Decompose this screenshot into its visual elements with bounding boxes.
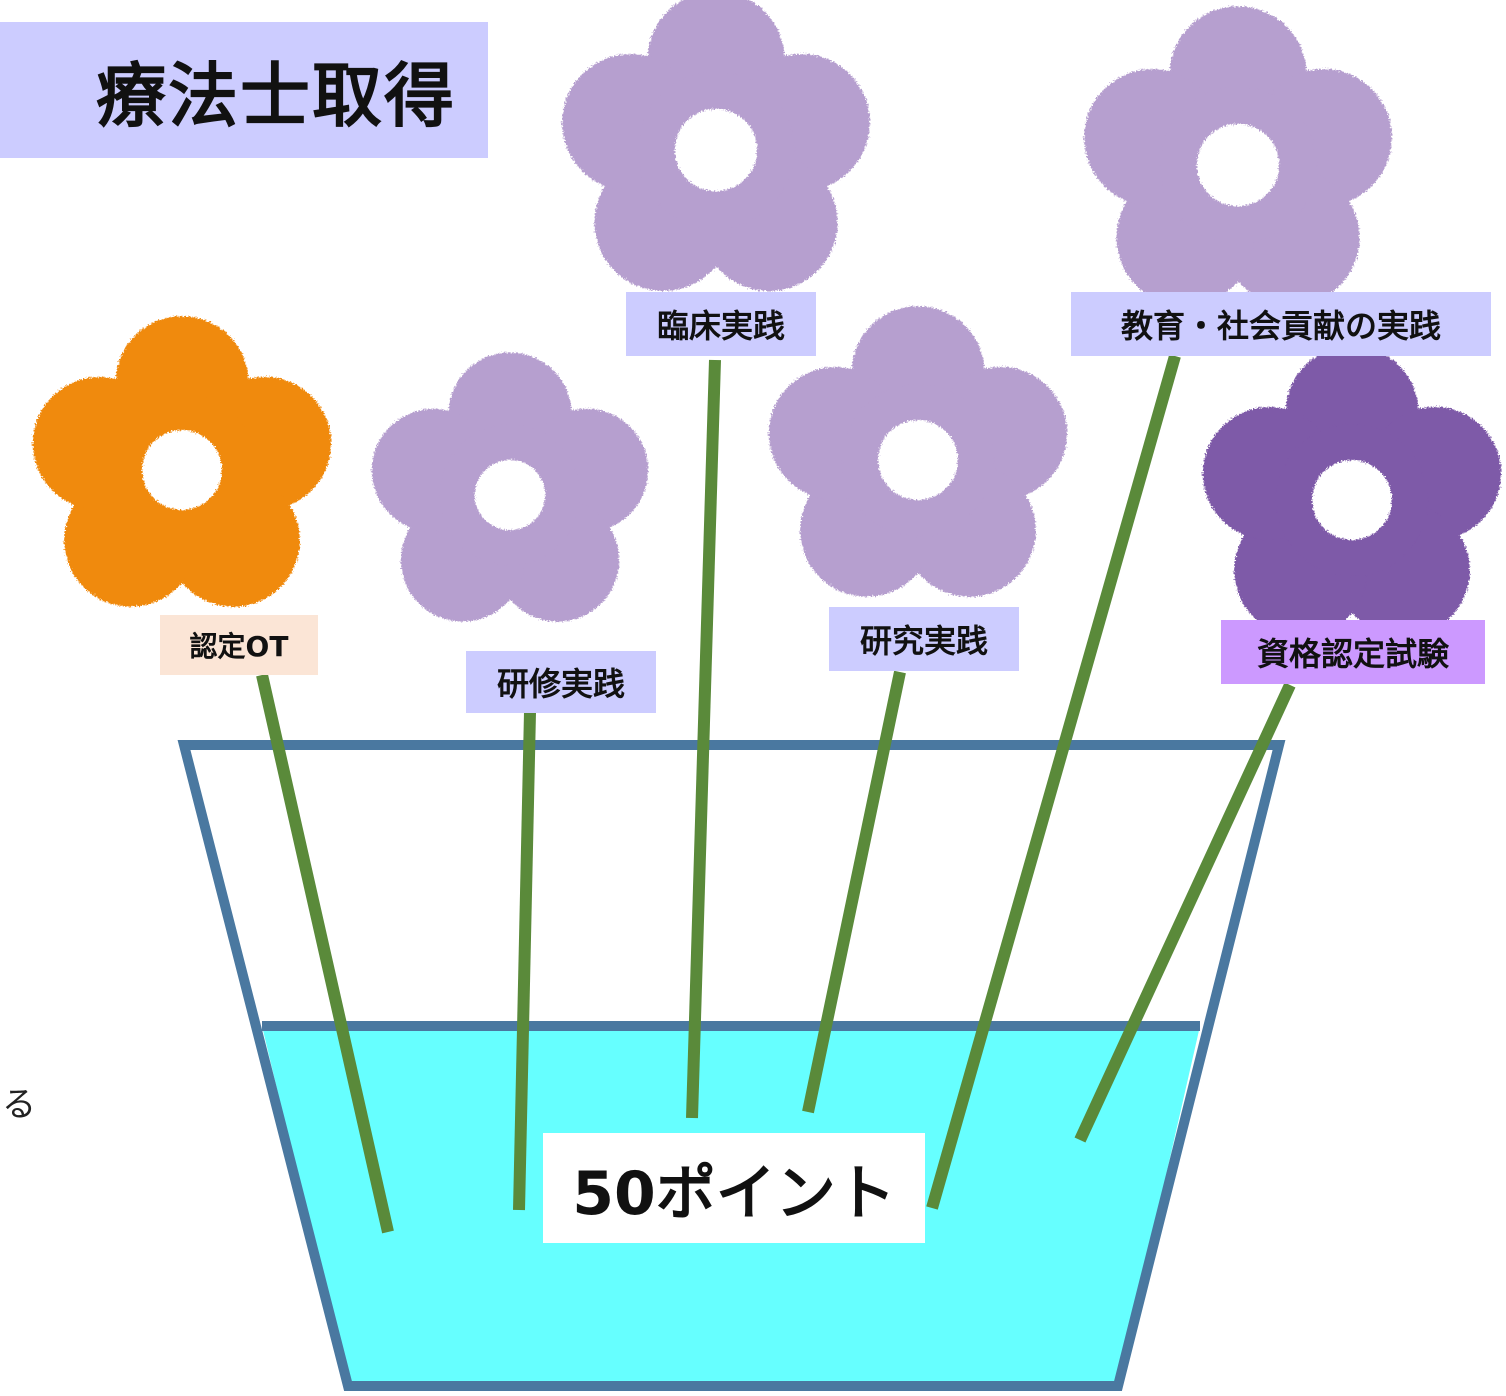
flower-light-purple-icon xyxy=(371,352,649,622)
label-rinsho: 臨床実践 xyxy=(626,292,816,356)
flower-dark-purple-icon xyxy=(1202,346,1502,637)
stem-shikaku xyxy=(1074,682,1296,1143)
partial-text: る xyxy=(2,1085,36,1125)
label-nintei-ot: 認定OT xyxy=(160,615,318,675)
label-kyoiku: 教育・社会貢献の実践 xyxy=(1071,292,1491,356)
flower-light-purple-icon xyxy=(768,306,1068,597)
flower-light-purple-icon xyxy=(562,0,870,292)
flower-orange-icon xyxy=(32,316,332,607)
page-title: 療法士取得 xyxy=(0,22,488,158)
stem-kyoiku xyxy=(926,354,1181,1210)
flower-light-purple-icon xyxy=(1084,6,1392,307)
label-shikaku: 資格認定試験 xyxy=(1221,620,1485,684)
stems xyxy=(256,354,1296,1234)
stem-kenkyu xyxy=(802,670,906,1114)
points-label: 50ポイント xyxy=(543,1133,925,1243)
stem-nintei-ot xyxy=(256,673,394,1234)
stem-kenshu xyxy=(513,711,536,1211)
vase-outline xyxy=(177,740,1286,1391)
label-kenshu: 研修実践 xyxy=(466,651,656,713)
label-kenkyu: 研究実践 xyxy=(829,607,1019,671)
stem-rinsho xyxy=(686,359,721,1119)
